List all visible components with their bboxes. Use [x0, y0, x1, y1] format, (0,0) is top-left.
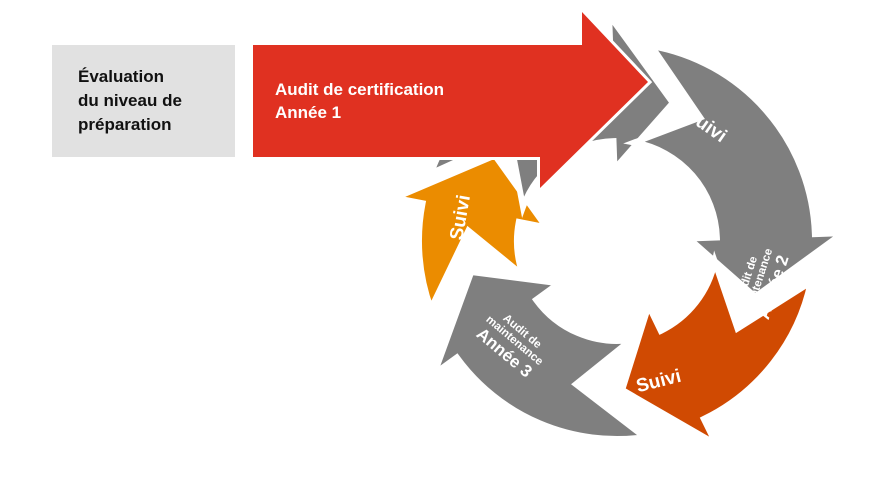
followup-1-arrow [623, 41, 853, 301]
certification-line1: Audit de certification [275, 80, 445, 99]
readiness-line3: préparation [78, 115, 172, 134]
certification-label: Audit de certification Année 1 [275, 78, 444, 124]
certification-arrow [253, 12, 648, 188]
followup-2-arrow [428, 268, 653, 442]
maintenance-2-arrow [618, 250, 816, 452]
readiness-line2: du niveau de [78, 91, 182, 110]
readiness-line1: Évaluation [78, 67, 164, 86]
maintenance-3-arrow [384, 151, 554, 317]
certification-line2: Année 1 [275, 103, 342, 122]
readiness-assessment-box: Évaluation du niveau de préparation [52, 45, 235, 157]
